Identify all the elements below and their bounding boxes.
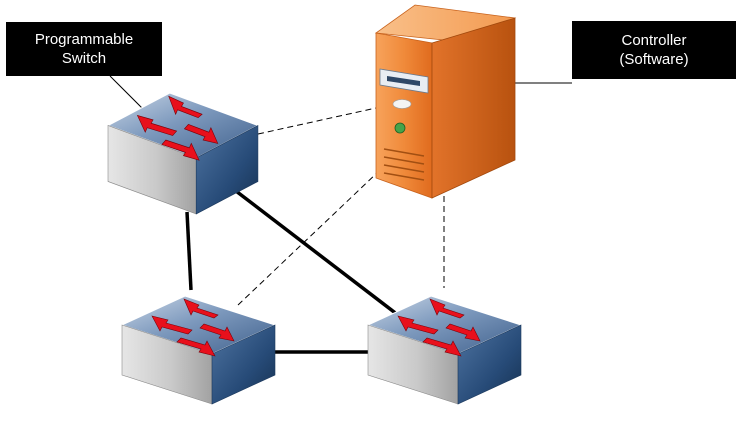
network-switch-icon [367, 295, 522, 405]
server-icon [374, 4, 517, 199]
controller-label: Controller (Software) [572, 21, 736, 79]
link-top-to-bottom-left [185, 211, 193, 291]
label-line: Switch [61, 50, 107, 67]
label-line: (Software) [619, 51, 689, 68]
label-line: Programmable [34, 31, 134, 48]
link-top-to-bottom-right [230, 186, 400, 317]
network-switch-icon [107, 92, 259, 215]
label-line: Controller [621, 32, 687, 49]
programmable-switch-label: Programmable Switch [6, 22, 162, 76]
leader-line-programmable [109, 75, 147, 113]
control-link-bottom-left-switch [237, 171, 379, 306]
network-switch-icon [121, 295, 276, 405]
control-link-top-switch [257, 107, 377, 135]
